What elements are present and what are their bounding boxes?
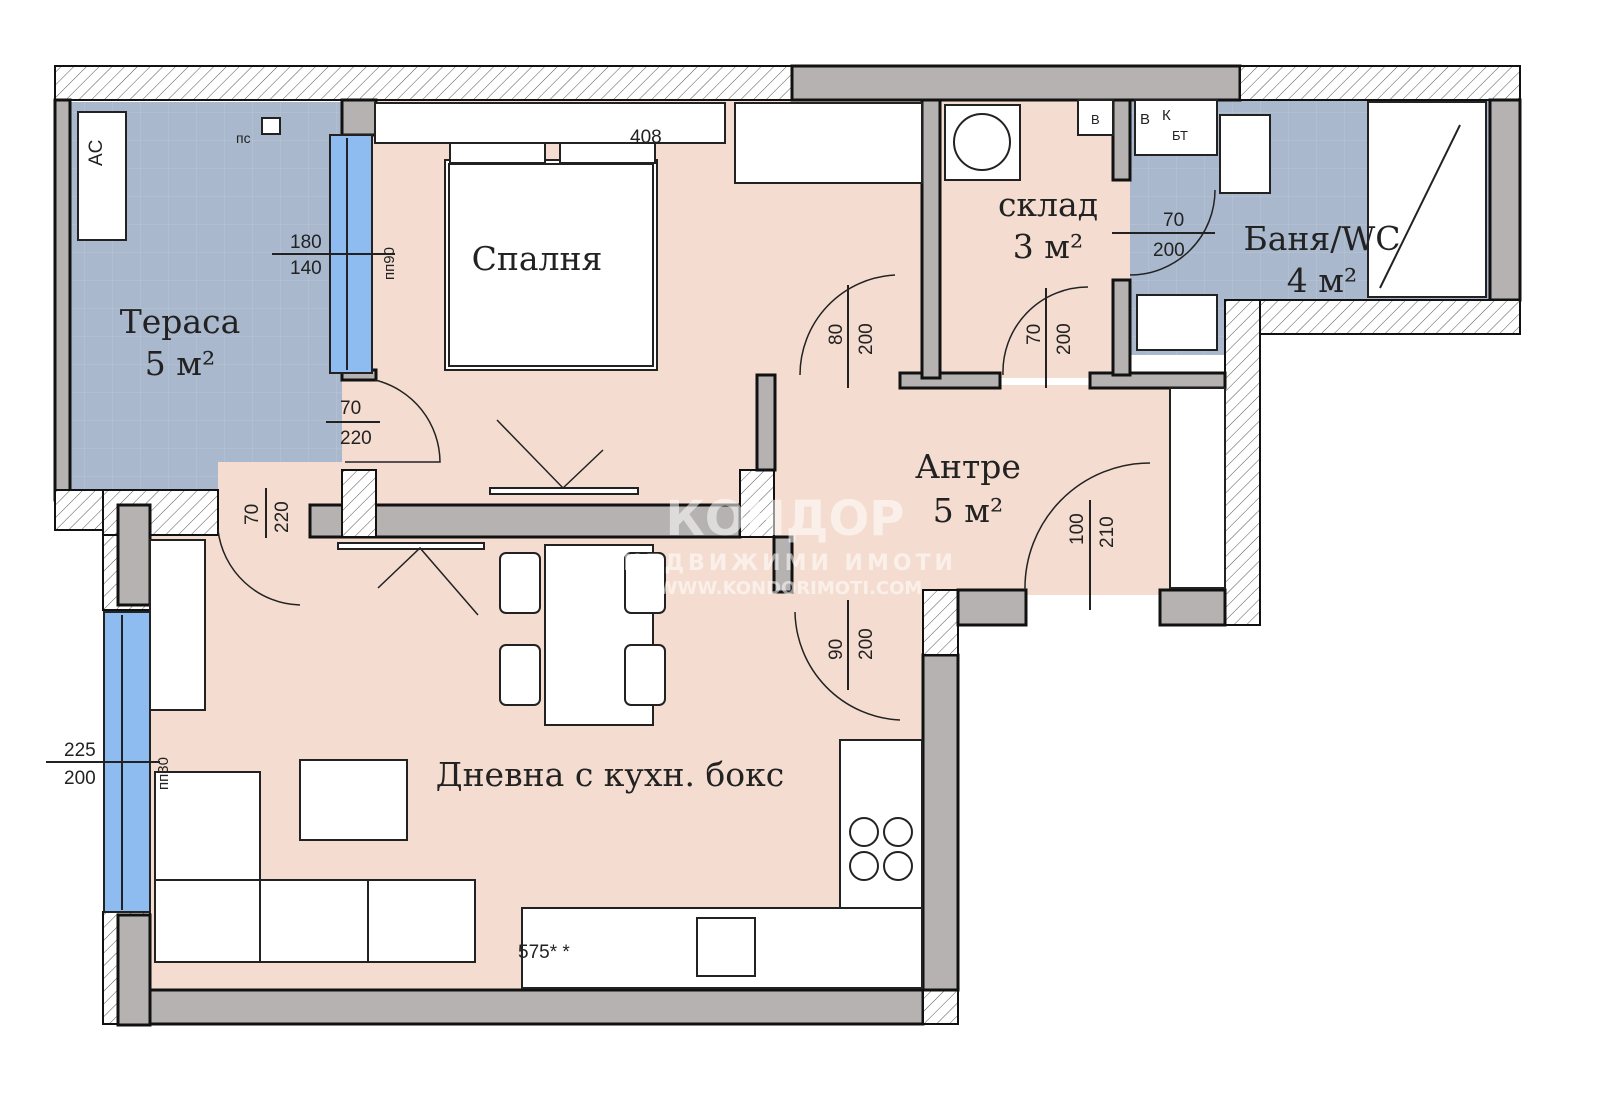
walls [53, 64, 1522, 1027]
dim: 100 [1067, 513, 1088, 545]
bath-name: Баня/WC [1243, 219, 1400, 258]
ac-label: AC [86, 140, 107, 166]
washing-machine [944, 104, 1021, 181]
bedroom-name: Спалня [472, 239, 603, 278]
dim: 200 [1153, 240, 1185, 261]
dim: 90 [826, 639, 847, 660]
pc-label: пс [236, 130, 251, 146]
terrace-area: 5 м² [145, 344, 215, 383]
room-labels: Тераса 5 м² Спалня склад 3 м² Баня/WC 4 … [120, 185, 1401, 794]
watermark-sub: НЕДВИЖИМИ ИМОТИ [623, 551, 957, 576]
dim: 70 [1024, 324, 1045, 345]
bt-label: БТ [1172, 128, 1188, 143]
coffee-table [299, 759, 408, 841]
wardrobe [734, 102, 923, 184]
terrace-name: Тераса [120, 302, 241, 341]
hall-name: Антре [915, 447, 1021, 486]
dimensions: 408 180 140 70 220 70 220 80 200 70 200 … [46, 127, 1215, 963]
toilet [1219, 114, 1271, 194]
storage-area: 3 м² [1013, 227, 1083, 266]
dim: 180 [290, 232, 322, 253]
dim: 70 [1163, 210, 1184, 231]
dim: 575* * [518, 942, 570, 963]
bath-area: 4 м² [1287, 261, 1357, 300]
dim: 225 [64, 740, 96, 761]
boiler-bath-label: В [1140, 111, 1150, 128]
watermark: КОНДОР НЕДВИЖИМИ ИМОТИ WWW.KONDORIMOTI.C… [623, 491, 957, 599]
dim: 210 [1097, 516, 1118, 548]
fixture-labels: AC пс пп90 пп30 В В К БТ [86, 107, 1188, 790]
living-name: Дневна с кухн. бокс [436, 755, 785, 794]
dim: 408 [630, 127, 662, 148]
hall-area: 5 м² [933, 491, 1003, 530]
dim: 220 [272, 501, 293, 533]
pp30-label: пп30 [155, 757, 172, 790]
dim: 140 [290, 258, 322, 279]
storage-name: склад [998, 185, 1098, 224]
furniture [77, 99, 1487, 989]
watermark-brand: КОНДОР [666, 491, 905, 547]
doors [217, 189, 1216, 721]
shower [1367, 101, 1487, 298]
dim: 200 [856, 323, 877, 355]
pp90-label: пп90 [381, 247, 398, 280]
k-label: К [1162, 107, 1171, 124]
dim: 70 [340, 398, 361, 419]
dim: 200 [1054, 323, 1075, 355]
dim: 200 [64, 768, 96, 789]
watermark-url: WWW.KONDORIMOTI.COM [658, 578, 923, 599]
boiler-label: В [1091, 112, 1100, 127]
ac-unit [77, 111, 127, 241]
sink [1136, 294, 1218, 351]
dim: 220 [340, 428, 372, 449]
dim: 80 [826, 324, 847, 345]
dim: 70 [242, 504, 263, 525]
dim: 200 [856, 628, 877, 660]
